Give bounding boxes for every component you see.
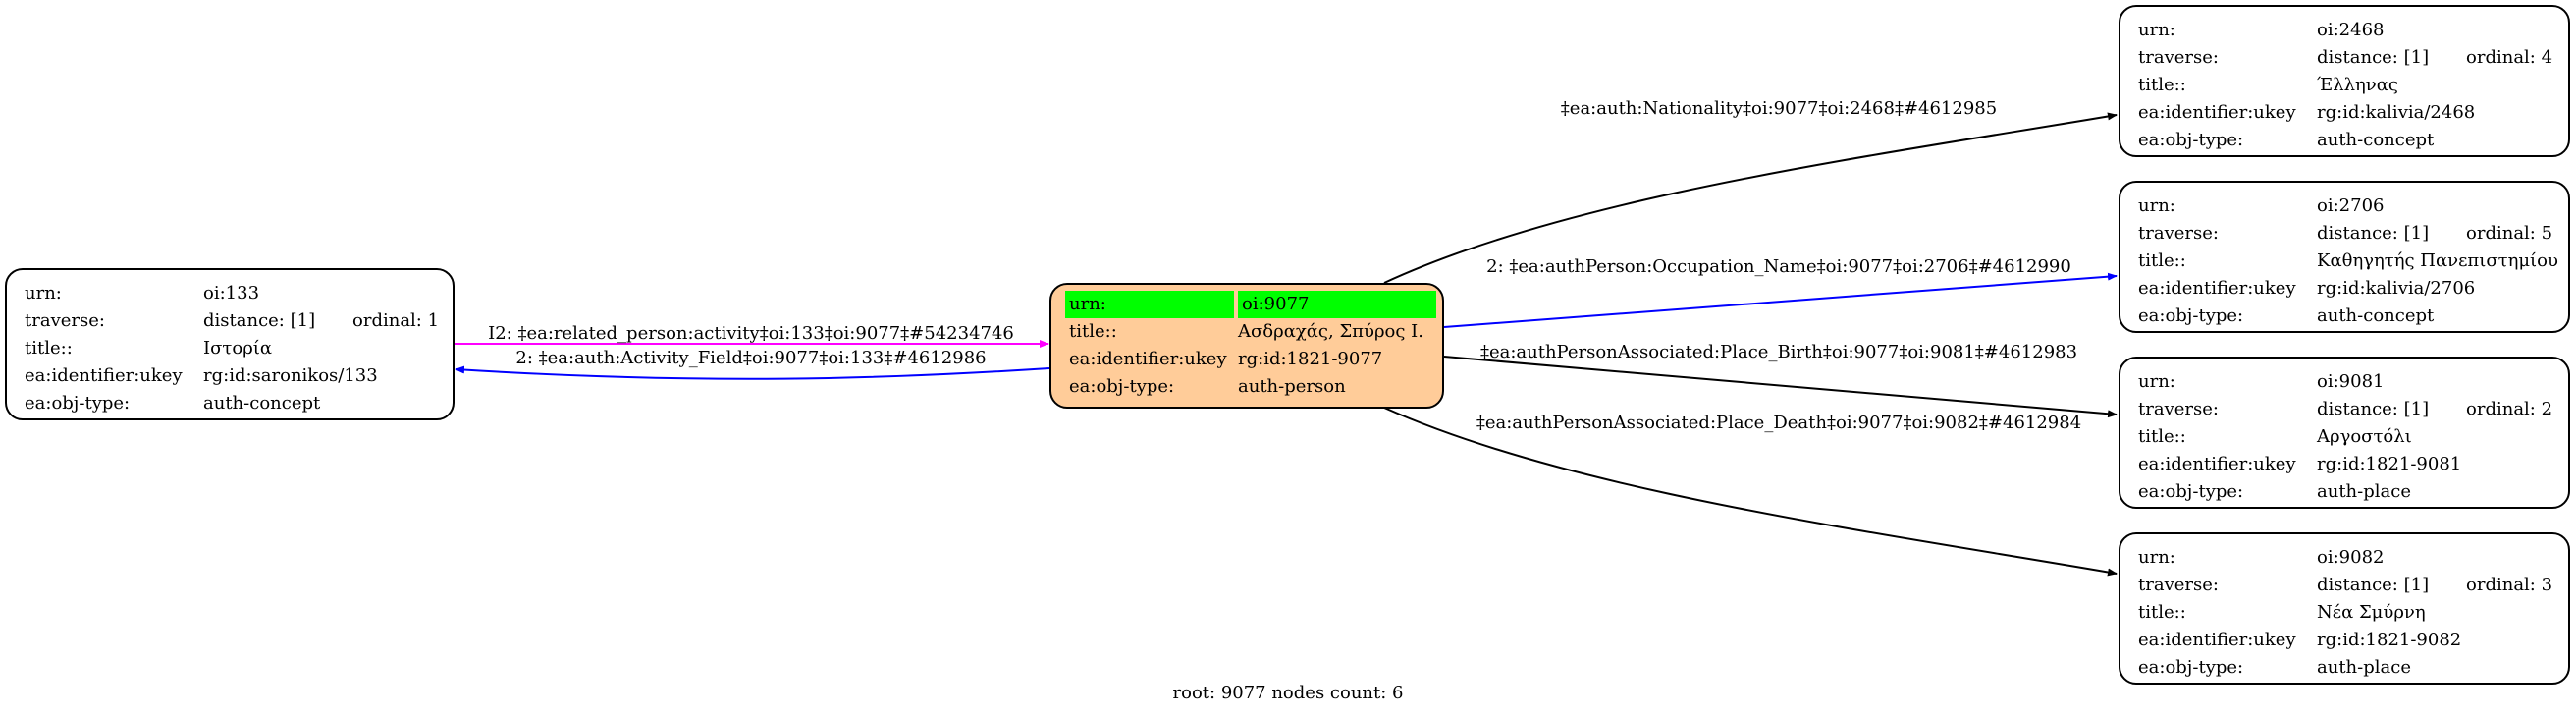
key: title::: [25, 338, 73, 359]
edge-label: ‡ea:auth:Nationality‡oi:9077‡oi:2468‡#46…: [1561, 98, 1997, 119]
graph-footer: root: 9077 nodes count: 6: [1172, 683, 1404, 703]
key: urn:: [2138, 20, 2175, 40]
key: title::: [2138, 426, 2186, 447]
key: ea:obj-type:: [1069, 376, 1175, 397]
urn-value: oi:9081: [2317, 371, 2385, 392]
key: urn:: [25, 283, 62, 304]
distance: distance: [1]: [203, 310, 316, 331]
ukey-value: rg:id:saronikos/133: [203, 365, 378, 386]
key: ea:identifier:ukey: [2138, 278, 2296, 299]
key: title::: [2138, 250, 2186, 271]
title-value: Ιστορία: [203, 338, 272, 359]
urn-value: oi:133: [203, 283, 260, 304]
ordinal: ordinal: 2: [2466, 399, 2553, 419]
key: ea:obj-type:: [2138, 481, 2244, 502]
distance: distance: [1]: [2317, 399, 2430, 419]
node-oi-2706[interactable]: urn: oi:2706 traverse: distance: [1] ordina…: [2119, 181, 2570, 333]
key: title::: [2138, 602, 2186, 623]
ordinal: ordinal: 1: [352, 310, 440, 331]
key: traverse:: [2138, 399, 2219, 419]
ukey-value: rg:id:1821-9081: [2317, 454, 2462, 474]
key: title::: [1069, 321, 1117, 342]
key: ea:obj-type:: [2138, 130, 2244, 150]
title-value: Νέα Σμύρνη: [2317, 602, 2426, 623]
type-value: auth-place: [2317, 657, 2411, 678]
type-value: auth-concept: [2317, 130, 2435, 150]
edge-activity-field: [455, 365, 1050, 380]
edge-occupation: [1443, 272, 2118, 328]
type-value: auth-place: [2317, 481, 2411, 502]
title-value: Έλληνας: [2317, 75, 2398, 95]
key: ea:identifier:ukey: [25, 365, 183, 386]
ukey-value: rg:id:kalivia/2706: [2317, 278, 2476, 299]
ukey-value: rg:id:1821-9077: [1238, 349, 1383, 369]
ordinal: ordinal: 5: [2466, 223, 2553, 244]
node-oi-9082[interactable]: urn: oi:9082 traverse: distance: [1] ordina…: [2119, 532, 2570, 685]
ordinal: ordinal: 3: [2466, 575, 2553, 595]
key: ea:identifier:ukey: [2138, 454, 2296, 474]
ordinal: ordinal: 4: [2466, 47, 2553, 68]
edge-place-birth: [1443, 356, 2118, 418]
node-oi-133[interactable]: urn: oi:133 traverse: distance: [1] ordinal…: [5, 268, 455, 420]
key: urn:: [2138, 371, 2175, 392]
edge-label: 2: ‡ea:authPerson:Occupation_Name‡oi:907…: [1486, 256, 2071, 277]
key: traverse:: [2138, 223, 2219, 244]
type-value: auth-person: [1238, 376, 1346, 397]
key: ea:identifier:ukey: [2138, 630, 2296, 650]
edge-label: I2: ‡ea:related_person:activity‡oi:133‡o…: [488, 323, 1014, 344]
key: ea:identifier:ukey: [2138, 102, 2296, 123]
edge-place-death: [1383, 407, 2118, 577]
key: urn:: [1065, 291, 1234, 318]
urn-value: oi:9082: [2317, 547, 2385, 568]
key: ea:obj-type:: [25, 393, 131, 414]
distance: distance: [1]: [2317, 223, 2430, 244]
node-root-oi-9077[interactable]: urn:oi:9077 title::Ασδραχάς, Σπύρος Ι. e…: [1049, 283, 1444, 409]
key: urn:: [2138, 195, 2175, 216]
urn-value: oi:2468: [2317, 20, 2385, 40]
edge-label: 2: ‡ea:auth:Activity_Field‡oi:9077‡oi:13…: [515, 348, 986, 368]
node-oi-2468[interactable]: urn: oi:2468 traverse: distance: [1] ordina…: [2119, 5, 2570, 157]
key: traverse:: [2138, 575, 2219, 595]
title-value: Καθηγητής Πανεπιστημίου: [2317, 250, 2558, 271]
title-value: Ασδραχάς, Σπύρος Ι.: [1238, 321, 1423, 342]
edge-nationality: [1383, 112, 2118, 284]
key: title::: [2138, 75, 2186, 95]
node-oi-9081[interactable]: urn: oi:9081 traverse: distance: [1] ordina…: [2119, 357, 2570, 509]
distance: distance: [1]: [2317, 575, 2430, 595]
key: urn:: [2138, 547, 2175, 568]
key: ea:obj-type:: [2138, 657, 2244, 678]
key: ea:obj-type:: [2138, 305, 2244, 326]
ukey-value: rg:id:1821-9082: [2317, 630, 2462, 650]
distance: distance: [1]: [2317, 47, 2430, 68]
edge-label: ‡ea:authPersonAssociated:Place_Death‡oi:…: [1476, 413, 2081, 433]
key: traverse:: [25, 310, 105, 331]
edge-label: ‡ea:authPersonAssociated:Place_Birth‡oi:…: [1480, 342, 2077, 362]
key: ea:identifier:ukey: [1069, 349, 1227, 369]
urn-value: oi:2706: [2317, 195, 2385, 216]
title-value: Αργοστόλι: [2317, 426, 2412, 447]
type-value: auth-concept: [2317, 305, 2435, 326]
key: traverse:: [2138, 47, 2219, 68]
type-value: auth-concept: [203, 393, 321, 414]
urn-value: oi:9077: [1238, 291, 1436, 318]
ukey-value: rg:id:kalivia/2468: [2317, 102, 2476, 123]
